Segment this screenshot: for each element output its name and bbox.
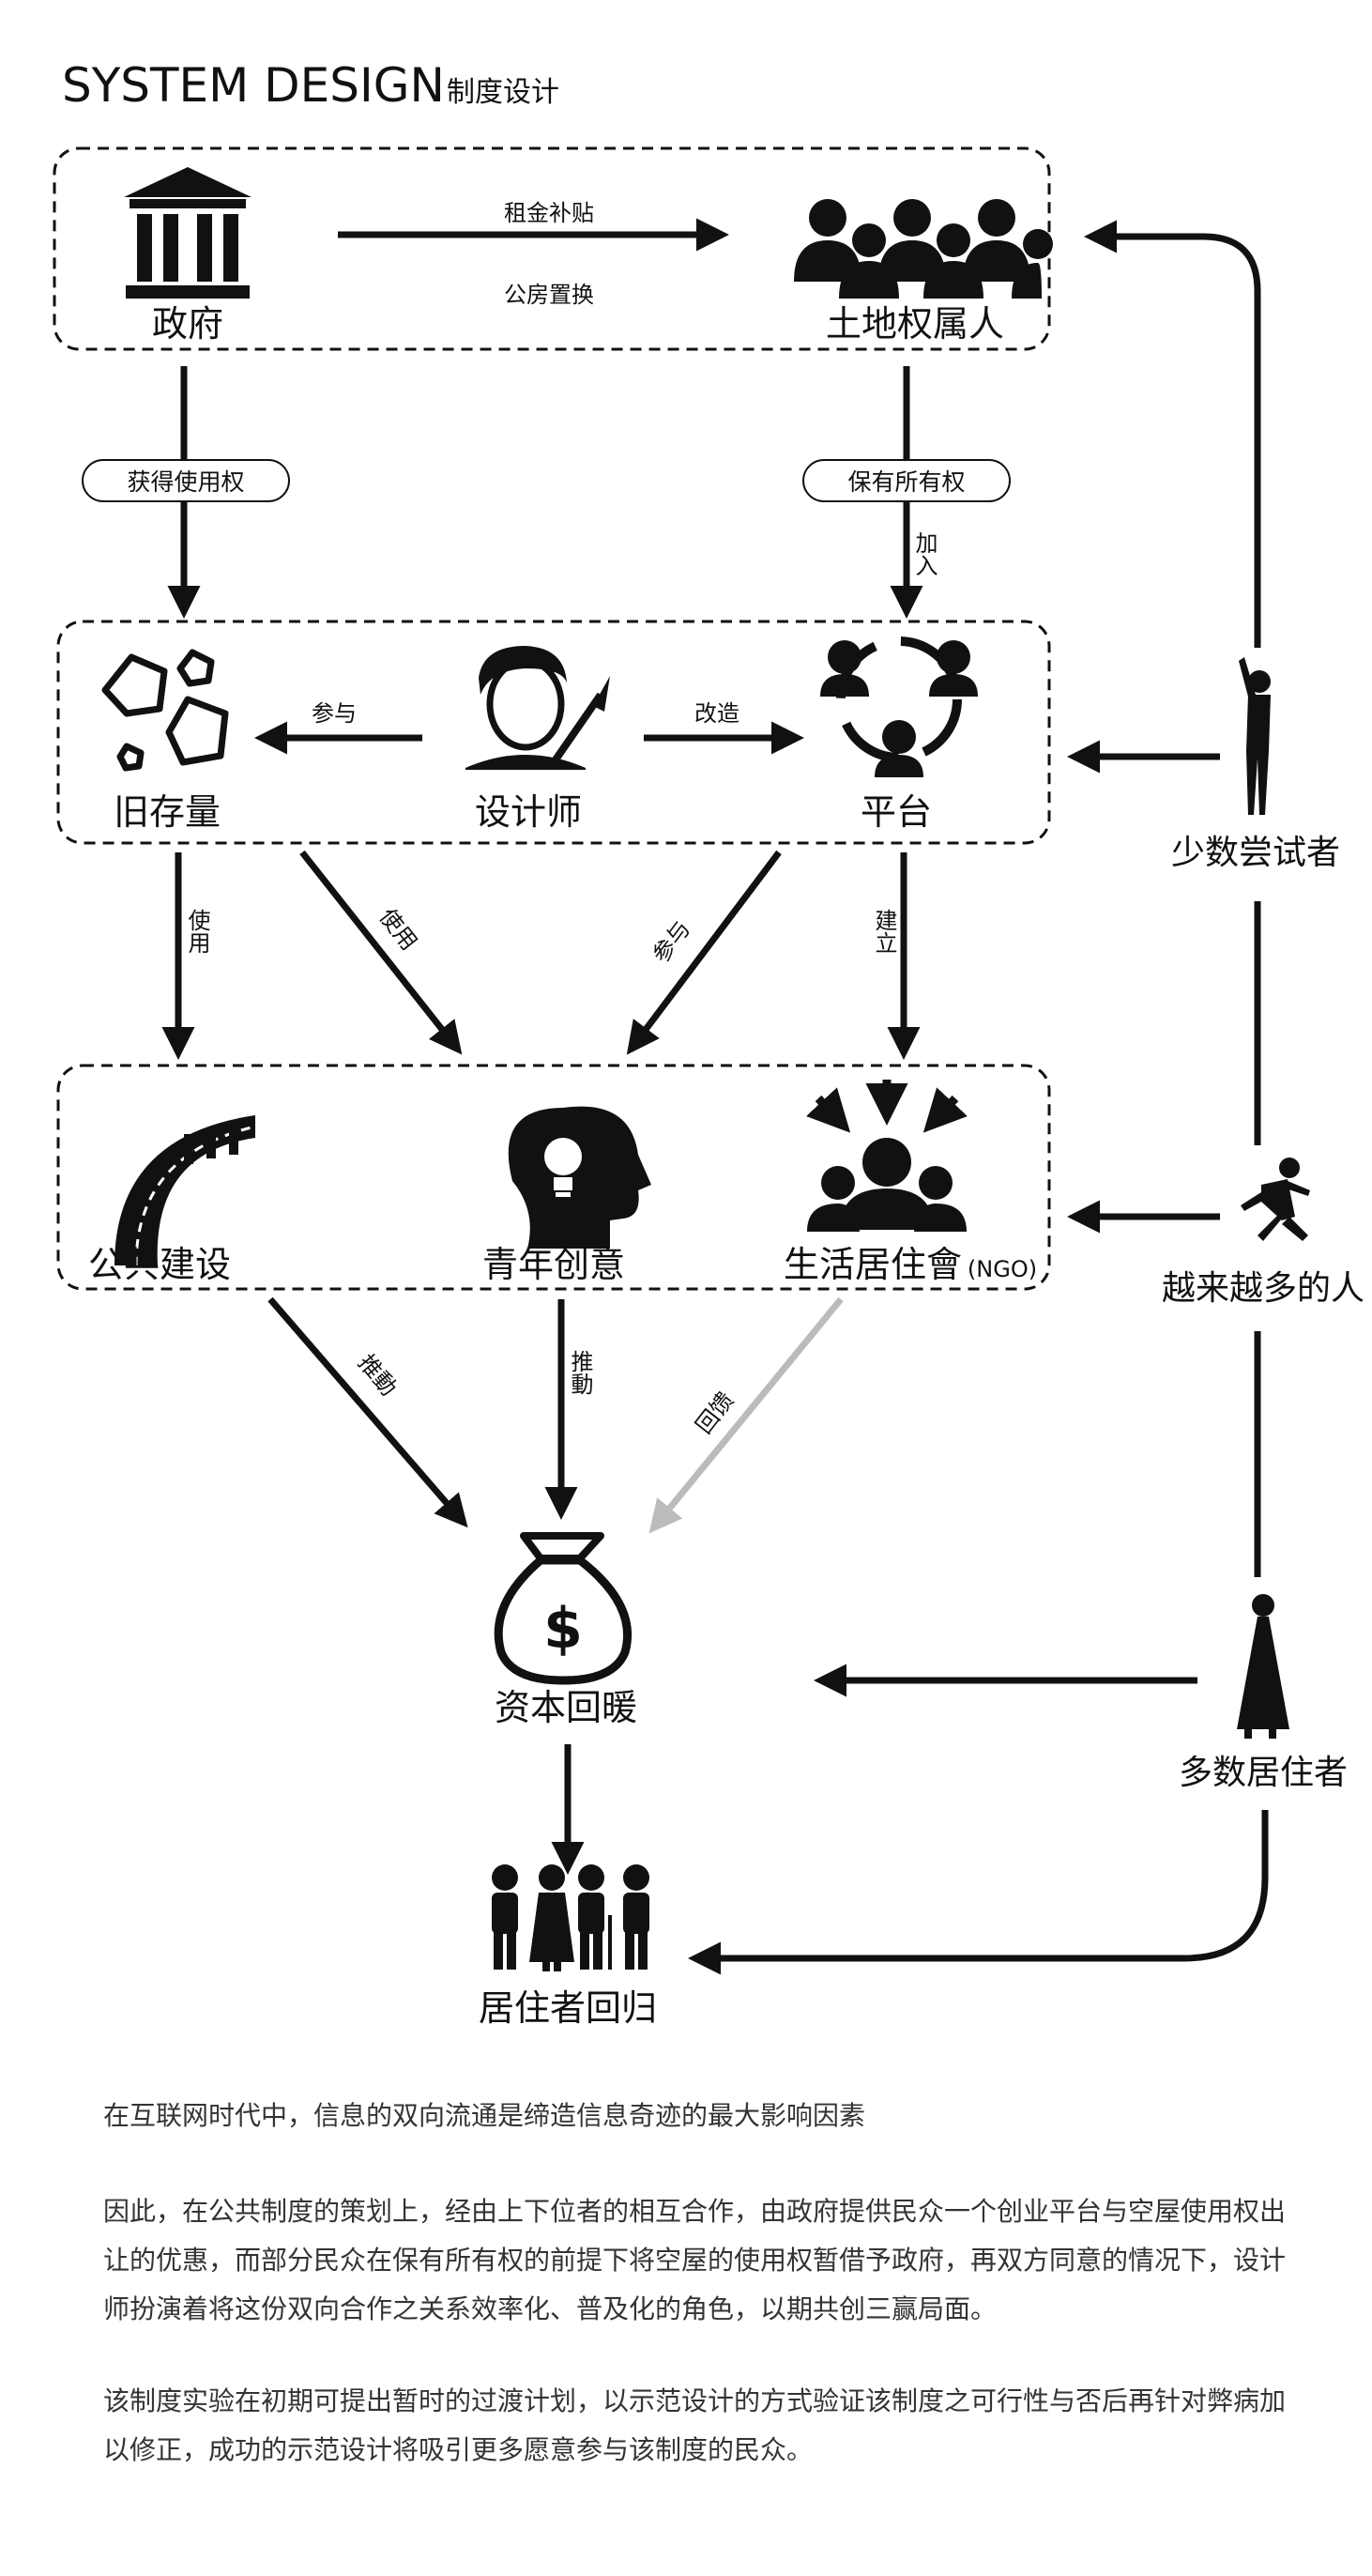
platform-cycle-icon (820, 636, 978, 777)
paragraph-1: 在互联网时代中，信息的双向流通是缔造信息奇迹的最大影响因素 (103, 2100, 866, 2131)
node-ngo: (NGO) (968, 1256, 1037, 1282)
node-platform: 平台 (861, 791, 932, 833)
pioneer-figure-icon (1239, 657, 1271, 815)
edge-label-join: 加入 (911, 531, 938, 576)
arrow-living-to-capital (648, 1296, 844, 1534)
node-old-stock: 旧存量 (114, 791, 221, 833)
edge-label-establish: 建立 (871, 909, 897, 954)
node-landowners: 土地权属人 (826, 303, 1004, 345)
group-box-bottom (56, 1064, 1051, 1291)
old-stock-cubes-icon (101, 649, 229, 772)
head-lightbulb-icon (508, 1106, 651, 1249)
node-more-people: 越来越多的人 (1162, 1269, 1364, 1308)
node-return: 居住者回归 (479, 1987, 657, 2029)
diagram-subtitle: 制度设计 (447, 76, 559, 109)
svg-text:$: $ (543, 1596, 583, 1662)
government-building-icon (124, 167, 252, 299)
node-living-house: 生活居住會 (784, 1244, 962, 1285)
money-bag-icon: $ (494, 1532, 633, 1685)
paragraph-3: 该制度实验在初期可提出暂时的过渡计划，以示范设计的方式验证该制度之可行性与否后再… (103, 2385, 1287, 2465)
node-capital: 资本回暖 (495, 1687, 637, 1728)
edge-label-promote-2: 推動 (567, 1350, 593, 1395)
pill-get-use-right (82, 459, 290, 502)
edge-label-promote-1: 推動 (353, 1349, 402, 1401)
node-public-construction: 公共建设 (88, 1244, 231, 1285)
edge-label-participate-2: 参与 (648, 916, 695, 968)
road-bridge-icon (114, 1115, 256, 1266)
edge-label-participate-left: 参与 (312, 700, 357, 727)
node-designer: 设计师 (475, 791, 582, 833)
running-figure-icon (1241, 1158, 1310, 1241)
edge-label-renovate: 改造 (694, 700, 739, 727)
designer-person-icon (465, 646, 610, 771)
residents-family-icon (492, 1864, 649, 1971)
edge-label-use-1: 使用 (184, 909, 210, 954)
node-youth-creativity: 青年创意 (482, 1244, 625, 1285)
community-group-arrows-icon (805, 1080, 968, 1232)
edge-label-rent-subsidy: 租金补贴 (504, 200, 594, 226)
robed-figure-icon (1237, 1594, 1289, 1739)
node-few-pioneers: 少数尝试者 (1171, 834, 1340, 872)
group-box-middle (56, 620, 1051, 845)
landowners-crowd-icon (794, 199, 1053, 299)
edge-label-keep-ownership: 保有所有权 (847, 468, 965, 496)
pill-keep-ownership (802, 459, 1011, 502)
arrow-pioneers-to-landowners (1084, 220, 1261, 648)
node-government: 政府 (152, 303, 223, 345)
edge-label-public-housing: 公房置换 (504, 282, 594, 308)
arrow-platform-to-youth (626, 850, 782, 1055)
paragraph-2: 因此，在公共制度的策划上，经由上下位者的相互合作，由政府提供民众一个创业平台与空… (103, 2196, 1287, 2324)
node-majority: 多数居住者 (1179, 1754, 1348, 1792)
arrow-public-to-capital (267, 1296, 468, 1528)
diagram-title: SYSTEM DESIGN (62, 58, 445, 113)
arrow-majority-to-return (688, 1810, 1269, 1975)
edge-label-get-use-right: 获得使用权 (127, 468, 244, 496)
arrow-old-stock-to-youth (299, 850, 463, 1055)
